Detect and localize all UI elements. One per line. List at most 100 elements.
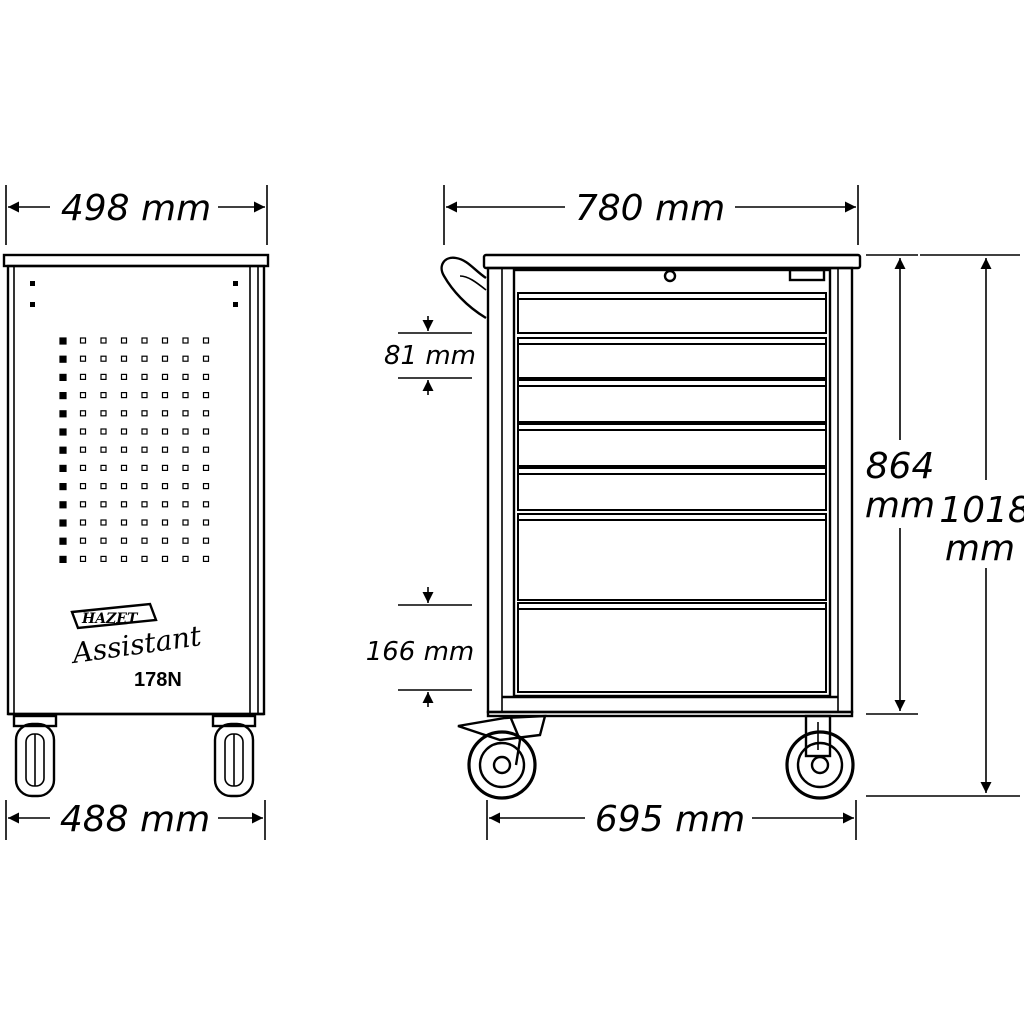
perforation-hole [141,446,148,453]
side-handle [440,256,487,320]
perforation-hole [141,355,148,362]
perforation-hole [161,337,169,344]
drawer-large-dimension: 166 mm [366,587,475,707]
perforation-grid [59,337,210,564]
perforation-hole [100,446,107,453]
total-height-unit: mm [945,528,1015,569]
perforation-hole [202,519,210,526]
perforation-hole [79,355,87,362]
perforation-hole [59,428,67,436]
perforation-hole [182,537,189,544]
drawer [517,602,827,693]
side-view: 498 mm HAZET Assistant 178N [2,185,270,840]
side-top-width-label: 498 mm [61,188,211,229]
perforation-hole [202,373,210,380]
perforation-hole [182,555,189,563]
perforation-hole [120,428,128,435]
perforation-hole [120,337,128,344]
perforation-hole [120,355,128,362]
perforation-hole [59,355,67,363]
drawer-small-dimension: 81 mm [384,316,476,395]
drawer [517,379,827,423]
perforation-hole [120,392,128,399]
perforation-hole [79,428,87,435]
perforation-hole [79,446,87,453]
front-caster-left [457,714,547,800]
perforation-hole [120,464,128,471]
perforation-hole [182,428,189,435]
perforation-hole [120,519,128,526]
perforation-hole [202,410,210,417]
perforation-hole [100,555,107,563]
perforation-hole [182,355,189,362]
logo-model: 178N [134,669,182,691]
front-view: 780 mm [366,185,1024,840]
perforation-hole [182,446,189,453]
perforation-hole [59,392,67,400]
perforation-hole [100,410,107,417]
perforation-hole [202,392,210,399]
perforation-hole [161,555,169,563]
front-top-width-label: 780 mm [575,188,725,229]
perforation-hole [182,337,189,344]
perforation-hole [120,446,128,453]
perforation-hole [161,537,169,544]
perforation-hole [59,464,67,472]
perforation-hole [100,519,107,526]
perforation-hole [59,446,67,454]
perforation-hole [141,392,148,399]
perforation-hole [59,337,67,345]
perforation-hole [120,537,128,544]
perforation-hole [202,337,210,344]
perforation-hole [59,555,67,564]
perforation-hole [182,519,189,526]
perforation-hole [202,464,210,471]
perforation-hole [161,428,169,435]
perforation-hole [100,392,107,399]
perforation-hole [141,483,148,490]
perforation-hole [79,410,87,417]
perforation-hole [59,537,67,545]
perforation-hole [141,501,148,508]
perforation-hole [100,501,107,508]
total-height-value: 1018 [939,490,1024,531]
total-height-dimension: 1018 mm [866,254,1024,797]
perforation-hole [100,483,107,490]
perforation-hole [120,483,128,490]
perforation-hole [202,537,210,544]
perforation-hole [100,337,107,344]
perforation-hole [182,373,189,380]
perforation-hole [182,483,189,490]
perforation-hole [141,537,148,544]
perforation-hole [161,373,169,380]
perforation-hole [79,483,87,490]
body-height-dimension: 864 mm [865,254,935,715]
drawer-small-height-label: 81 mm [384,341,476,371]
perforation-hole [141,337,148,344]
perforation-hole [182,392,189,399]
perforation-hole [202,483,210,490]
perforation-hole [141,464,148,471]
perforation-hole [182,501,189,508]
perforation-hole [202,428,210,435]
perforation-hole [141,428,148,435]
perforation-hole [202,355,210,362]
drawer [517,423,827,467]
perforation-hole [141,410,148,417]
side-caster-left [12,714,58,798]
perforation-hole [120,373,128,380]
perforation-hole [182,410,189,417]
body-height-unit: mm [865,485,935,526]
perforation-hole [161,483,169,490]
perforation-hole [161,446,169,453]
front-caster-right [785,714,855,800]
perforation-hole [182,464,189,471]
perforation-hole [120,555,128,563]
perforation-hole [59,483,67,491]
perforation-hole [59,519,67,527]
drawer-large-height-label: 166 mm [366,637,475,667]
body-height-value: 864 [866,446,935,487]
drawer [517,467,827,511]
drawer-stack [517,292,827,693]
